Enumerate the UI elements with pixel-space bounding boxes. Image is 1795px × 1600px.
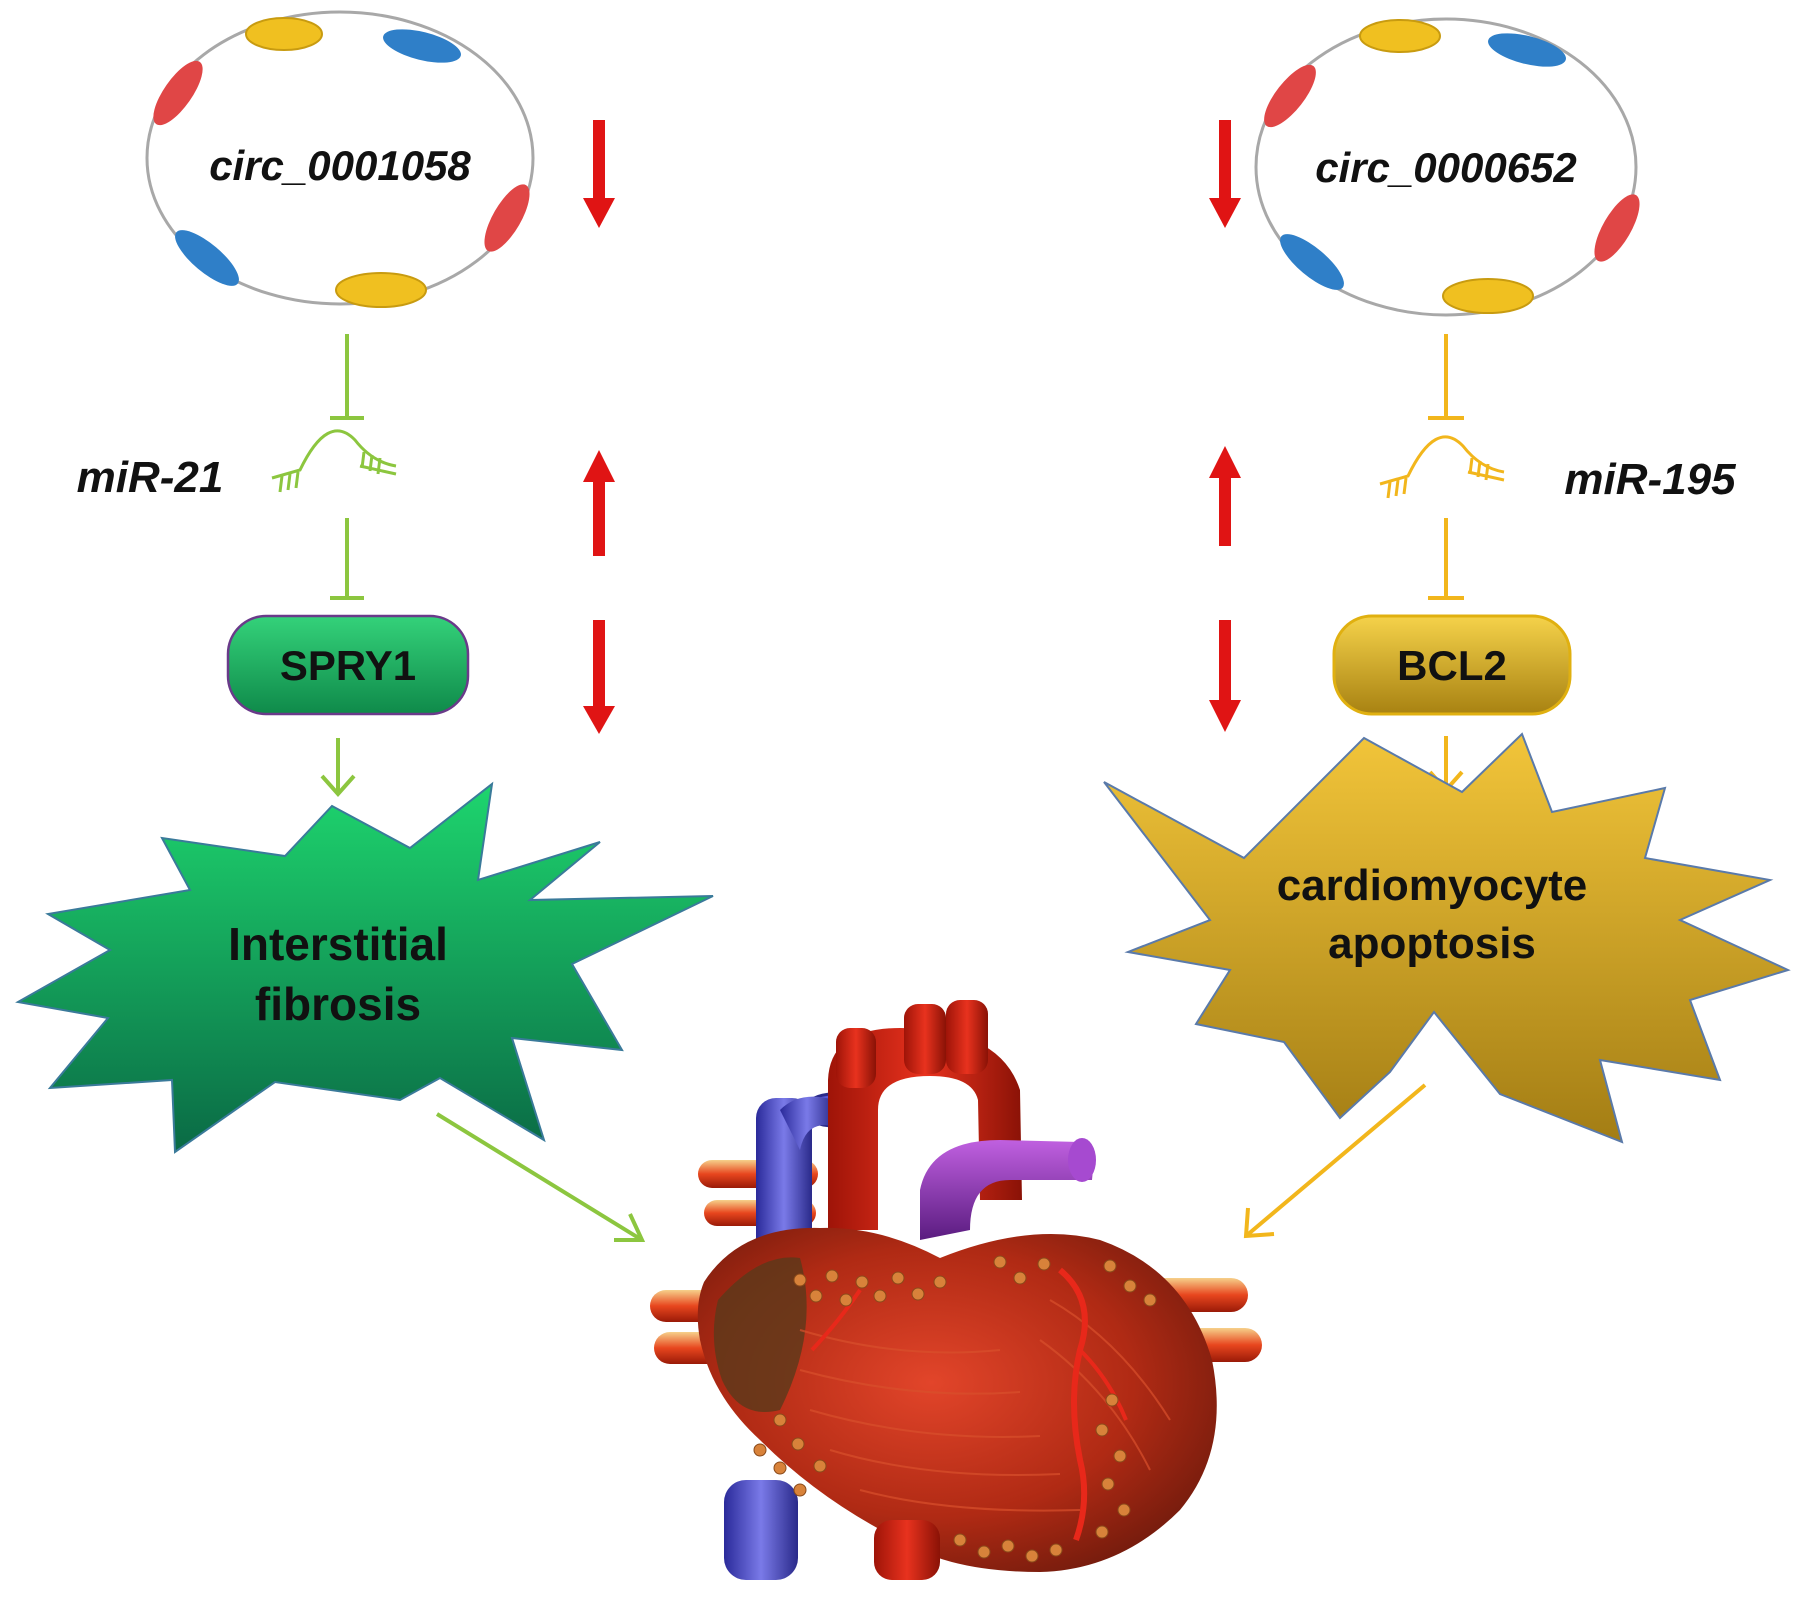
outcome-label-right-line2: apoptosis [1328,919,1536,968]
circrna-label-left: circ_0001058 [209,142,471,189]
regulation-arrow-down-left-top [583,120,615,228]
inhibition-line-circrna-to-mirna-left [330,334,364,420]
inhibition-line-mirna-to-target-right [1428,518,1464,600]
arrow-outcome-to-heart-right [1243,1083,1427,1239]
target-label-right: BCL2 [1397,642,1507,689]
target-box-left [226,614,470,716]
outcome-starburst-left [15,781,714,1154]
outcome-label-left-line1: Interstitial [228,918,448,970]
heart-icon [650,1000,1262,1580]
outcome-starburst-right [1103,732,1791,1144]
activation-arrow-target-to-outcome-left [320,738,356,798]
mirna-hairpin-icon-right [1379,435,1505,499]
circrna-ring-icon-right [1254,17,1640,317]
regulation-arrow-down-right-bottom [1209,620,1241,732]
regulation-arrow-down-left-bottom [583,620,615,734]
target-box-right [1332,614,1572,716]
circrna-ring-icon-left [145,10,535,308]
mirna-hairpin-icon-left [271,429,397,493]
arrow-outcome-to-heart-left [435,1112,646,1242]
outcome-label-right-line1: cardiomyocyte [1277,861,1588,910]
mirna-label-left: miR-21 [77,453,224,502]
circrna-label-right: circ_0000652 [1315,144,1577,191]
inhibition-line-circrna-to-mirna-right [1428,334,1464,420]
regulation-arrow-up-right [1209,446,1241,546]
regulation-arrow-down-right-top [1209,120,1241,228]
outcome-label-left-line2: fibrosis [255,978,421,1030]
regulation-arrow-up-left [583,450,615,556]
target-label-left: SPRY1 [280,642,416,689]
mirna-label-right: miR-195 [1564,455,1736,504]
inhibition-line-mirna-to-target-left [330,518,364,600]
